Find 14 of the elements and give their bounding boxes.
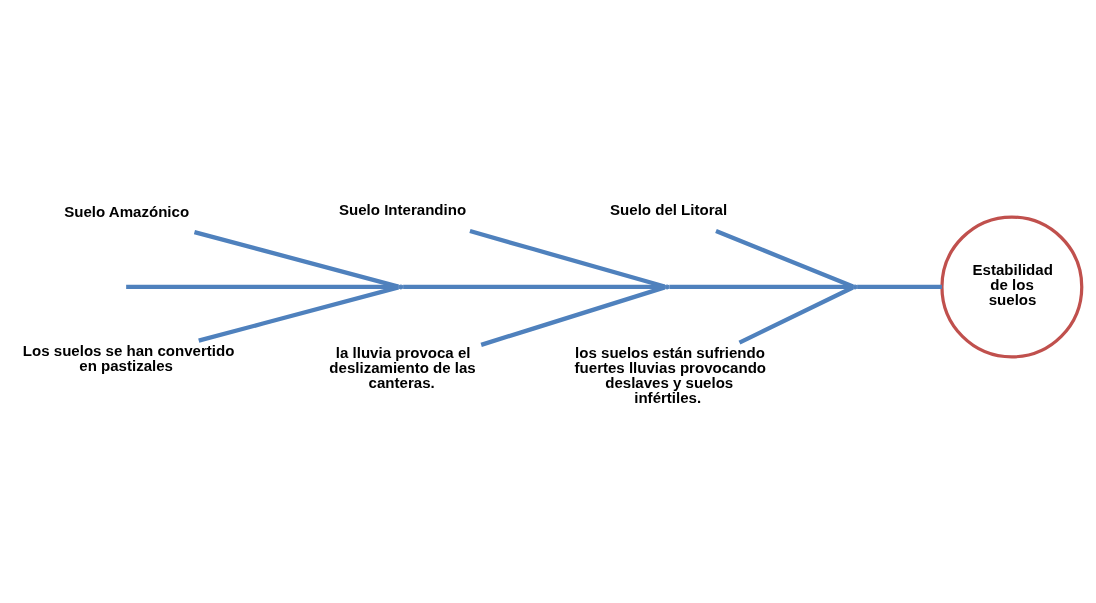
- connector: [126, 284, 399, 289]
- connector: [403, 284, 665, 289]
- node-point: [398, 283, 404, 289]
- connector: [669, 284, 853, 289]
- node-text: Suelo del Litoral: [610, 200, 728, 218]
- node-point: [852, 283, 858, 289]
- node-text: Los suelos se han convertido en pastizales: [22, 341, 235, 374]
- node-text: Suelo Interandino: [339, 200, 467, 218]
- connector: [857, 284, 942, 289]
- node-text: Suelo Amazónico: [64, 202, 190, 220]
- node-text: la lluvia provoca el deslizamiento de las canteras.: [329, 343, 476, 391]
- node-circle: Estabilidad de los suelos: [940, 214, 1084, 358]
- node-point: [664, 283, 670, 289]
- node-text: los suelos están sufriendo fuertes lluvias provocando deslaves y suelos infértiles.: [574, 343, 767, 406]
